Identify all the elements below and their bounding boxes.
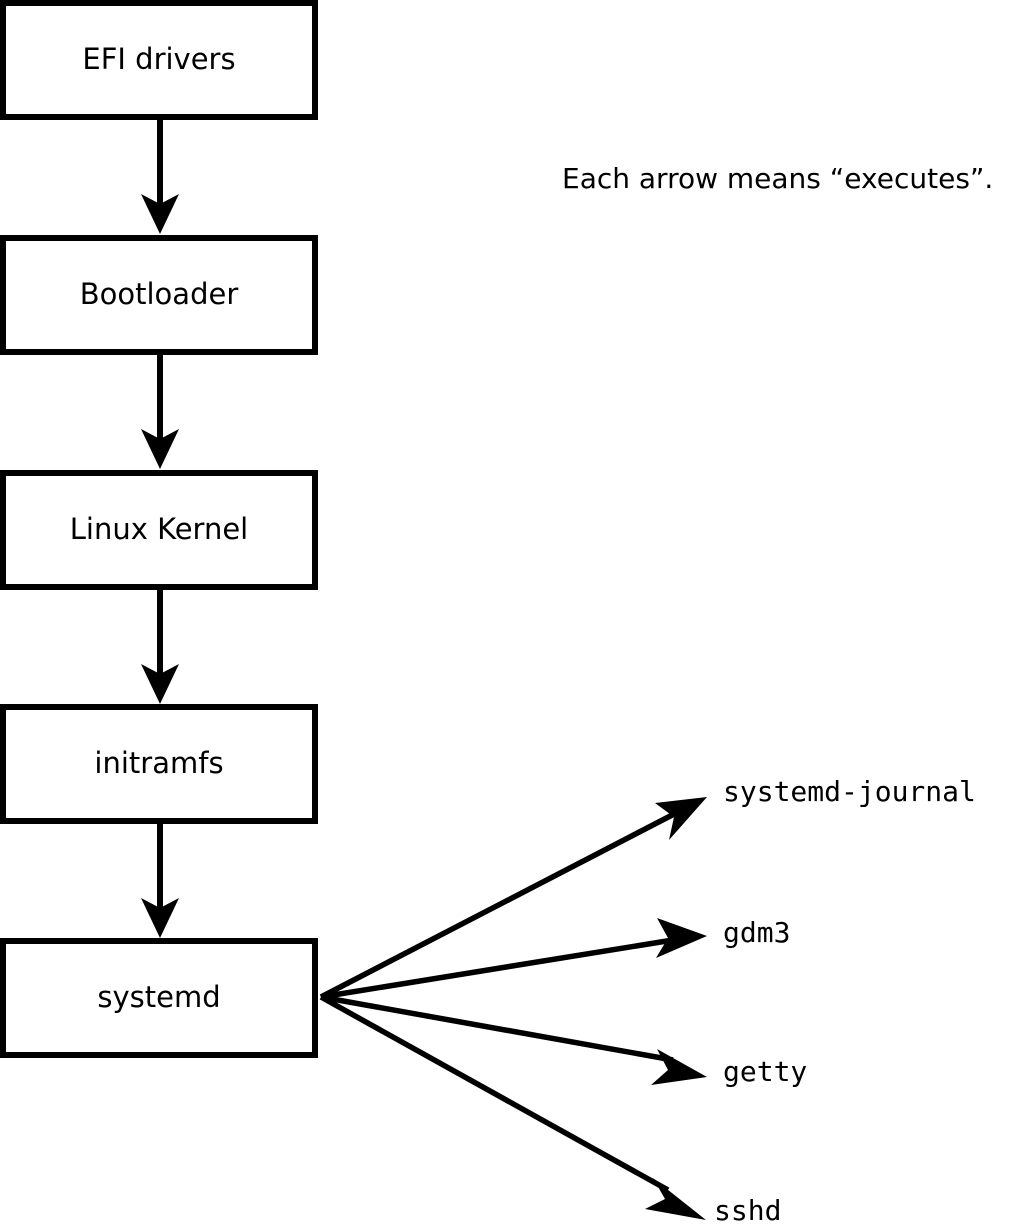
node-label-bootloader: Bootloader <box>80 277 239 311</box>
arrowhead-systemd <box>141 898 179 938</box>
arrow-efi-drivers-to-bootloader <box>141 117 179 234</box>
node-box-efi-drivers[interactable] <box>0 0 318 120</box>
node-label-linux-kernel: Linux Kernel <box>70 512 248 546</box>
arrowhead-linux-kernel <box>141 429 179 469</box>
service-label-sshd: sshd <box>714 1194 781 1227</box>
arrow-systemd-to-gdm3 <box>320 918 707 1000</box>
arrowhead-getty <box>651 1049 707 1085</box>
service-label-systemd-journal: systemd-journal <box>723 775 976 808</box>
node-label-efi-drivers: EFI drivers <box>82 42 235 76</box>
arrow-systemd-to-sshd <box>319 994 706 1220</box>
node-efi-drivers[interactable]: EFI drivers <box>0 0 318 120</box>
arrowhead-gdm3 <box>656 918 707 958</box>
node-systemd[interactable]: systemd <box>0 938 318 1058</box>
arrowhead-sshd <box>645 1178 706 1220</box>
arrowhead-bootloader <box>141 194 179 234</box>
node-linux-kernel[interactable]: Linux Kernel <box>0 470 318 590</box>
arrow-initramfs-to-systemd <box>141 821 179 938</box>
node-bootloader[interactable]: Bootloader <box>0 235 318 355</box>
node-label-initramfs: initramfs <box>94 746 223 780</box>
arrow-systemd-to-getty <box>320 994 707 1085</box>
node-initramfs[interactable]: initramfs <box>0 704 318 824</box>
diagram-caption: Each arrow means “executes”. <box>562 162 993 195</box>
arrowhead-initramfs <box>141 664 179 704</box>
arrowhead-systemd-journal <box>655 797 707 840</box>
service-label-gdm3: gdm3 <box>723 916 790 949</box>
node-box-systemd[interactable] <box>0 938 318 1058</box>
arrow-bootloader-to-linux-kernel <box>141 352 179 469</box>
service-label-getty: getty <box>723 1055 807 1088</box>
node-box-initramfs[interactable] <box>0 704 318 824</box>
arrow-linux-kernel-to-initramfs <box>141 587 179 704</box>
arrow-systemd-to-systemd-journal <box>319 797 707 1000</box>
node-label-systemd: systemd <box>97 980 220 1014</box>
